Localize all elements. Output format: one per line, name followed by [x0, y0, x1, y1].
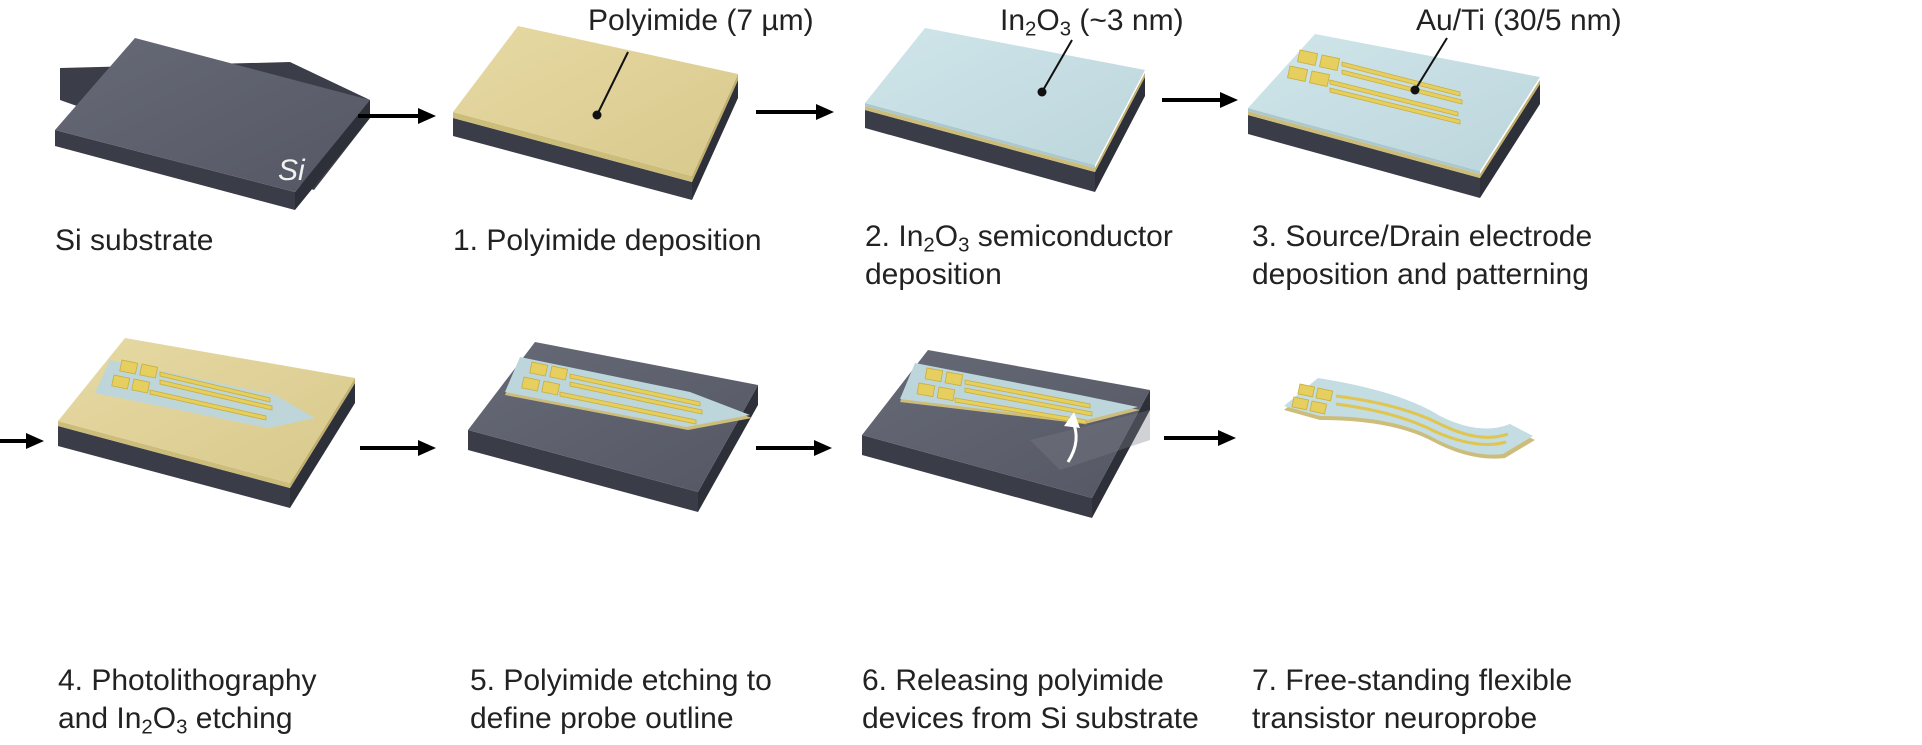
caption-step-1: 1. Polyimide deposition: [453, 224, 762, 257]
polyimide-layer-label: Polyimide (7 µm): [588, 4, 814, 37]
photolithography-block: [58, 338, 355, 508]
in2o3-layer-label: In2O3 (~3 nm): [1000, 4, 1184, 41]
electrode-pattern: [1287, 49, 1463, 125]
si-substrate-block: Si: [55, 38, 370, 210]
arrow-right: [756, 104, 834, 120]
in2o3-substrate-block: [865, 28, 1145, 192]
caption-step-7: 7. Free-standing flexible transistor neu…: [1252, 664, 1573, 735]
caption-step-3: 3. Source/Drain electrode deposition and…: [1252, 220, 1593, 291]
arrow-right: [1164, 430, 1236, 446]
arrow-right: [1162, 92, 1238, 108]
release-block: [862, 350, 1150, 518]
free-standing-probe: [1284, 378, 1535, 459]
arrow-right: [360, 440, 436, 456]
electrode-substrate-block: [1248, 34, 1540, 198]
caption-step-0: Si substrate: [55, 224, 214, 257]
caption-step-2: 2. In2O3 semiconductor deposition: [865, 220, 1173, 291]
caption-step-6: 6. Releasing polyimide devices from Si s…: [862, 664, 1199, 735]
polyimide-etch-block: [468, 342, 758, 512]
si-label: Si: [278, 154, 306, 187]
caption-step-5: 5. Polyimide etching to define probe out…: [470, 664, 772, 735]
arrow-right: [0, 433, 44, 449]
au-ti-layer-label: Au/Ti (30/5 nm): [1416, 4, 1622, 37]
arrow-right: [756, 440, 832, 456]
arrow-right: [358, 108, 436, 124]
polyimide-substrate-block: [453, 26, 738, 200]
caption-step-4: 4. Photolithography and In2O3 etching: [58, 664, 317, 739]
